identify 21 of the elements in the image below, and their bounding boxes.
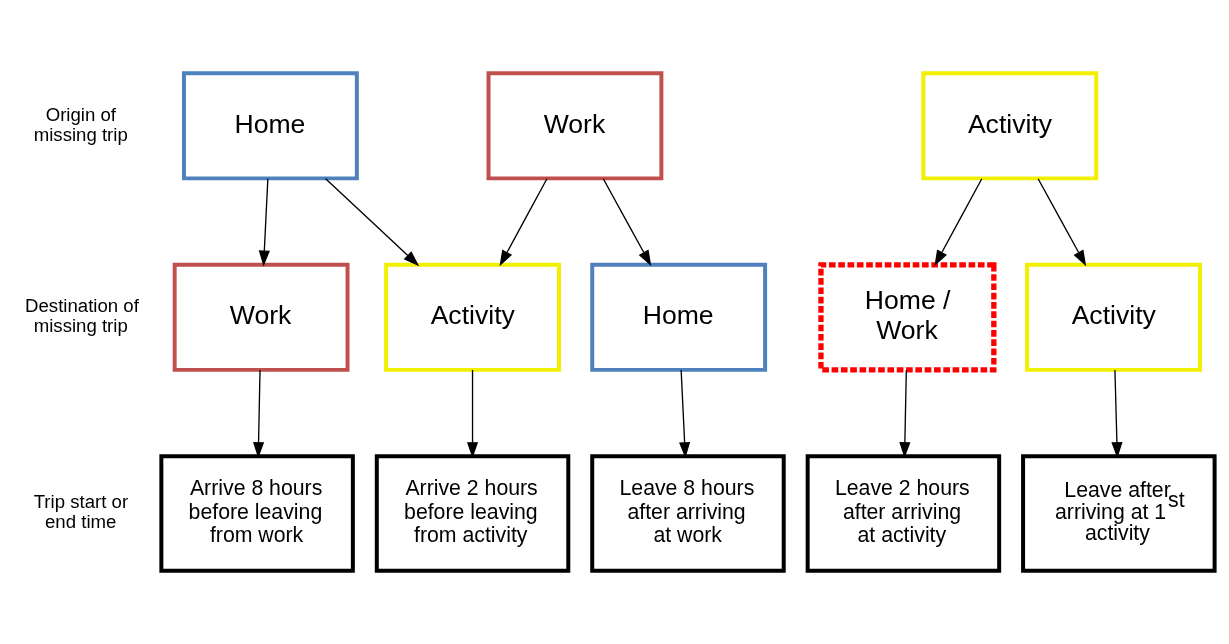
node-box: Arrive 8 hours before leaving from work [159,454,355,573]
node-box: Home / Work [818,262,997,373]
arrow [324,178,420,267]
arrow [1037,178,1087,267]
node-box: Activity [921,71,1099,181]
label: Destination of missing trip [25,295,139,337]
node-box: Activity [1025,262,1202,372]
node-box: Work [172,262,350,372]
node-box: Arrive 2 hours before leaving from activity [374,454,571,573]
arrow [602,178,652,267]
node-box: Leave 2 hours after arriving at activity [805,454,1002,573]
label: Trip start or end time [33,491,129,533]
node-box: Leave 8 hours after arriving at work [590,454,786,573]
node-box: Work [486,71,664,181]
node-box: Home [181,71,359,181]
label: Origin of missing trip [33,103,128,145]
node-box: Home [590,262,768,372]
arrow [499,178,548,267]
arrow [934,178,983,267]
node-box: Activity [384,262,561,372]
arrow [258,178,270,267]
